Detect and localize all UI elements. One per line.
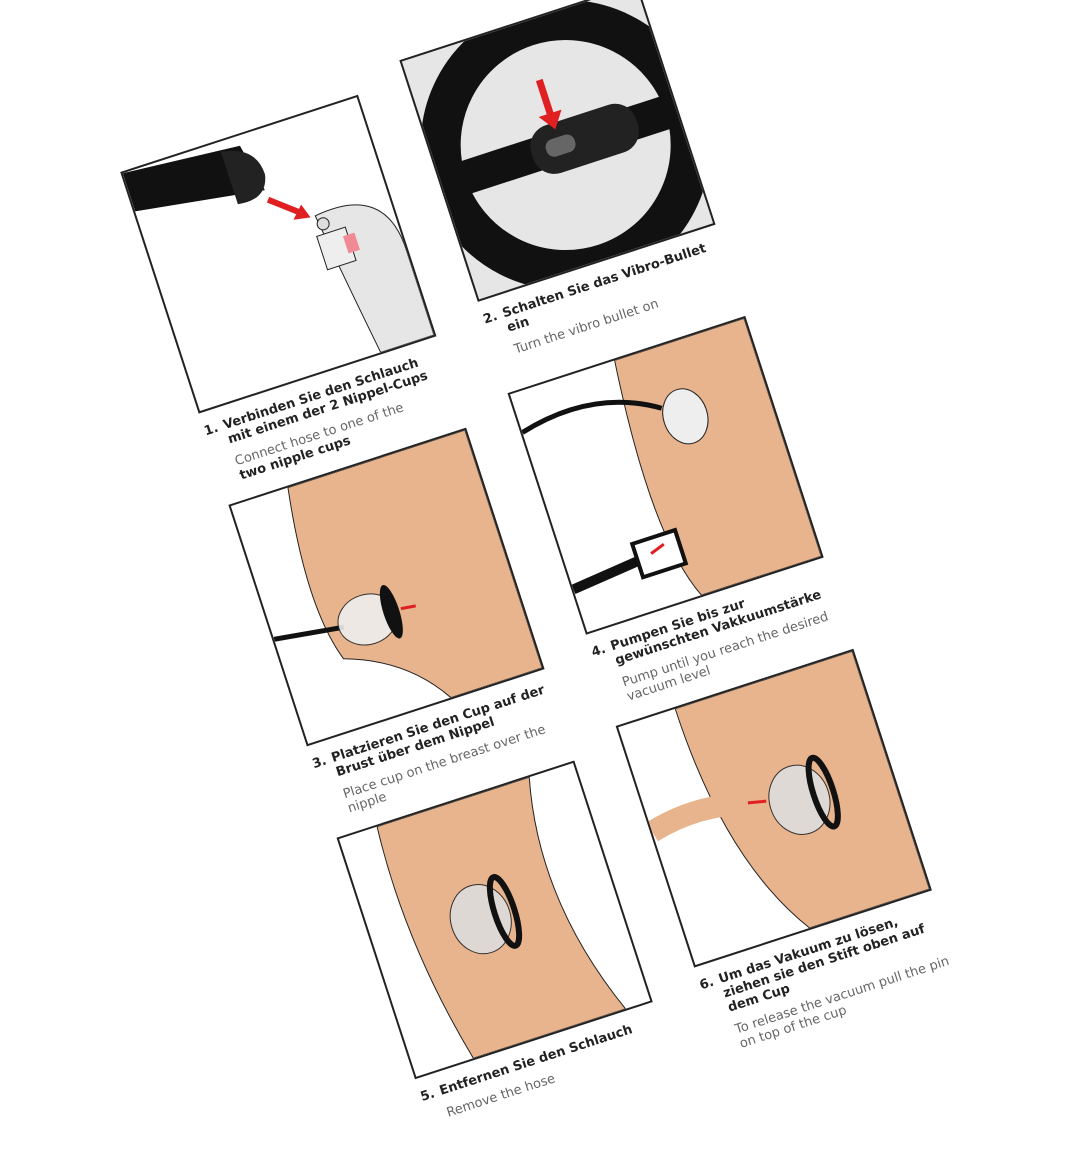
- step-2: 2.Schalten Sie das Vibro-Bullet ein Turn…: [398, 0, 735, 363]
- pump-end: [220, 150, 265, 204]
- arrow-icon: [400, 603, 416, 610]
- step-6: 6.Um das Vakuum zu lösen, ziehen sie den…: [615, 648, 961, 1057]
- arrow-icon: [649, 542, 665, 555]
- step-4-illustration: [506, 315, 824, 635]
- step-3: 3.Platzieren Sie den Cup auf der Brust ü…: [227, 427, 569, 822]
- vibro-bullet: [529, 103, 639, 174]
- arrow-icon: [266, 196, 305, 217]
- step-4: 4.Pumpen Sie bis zur gewünschten Vakkuum…: [506, 315, 848, 710]
- instruction-sheet: 1.Verbinden Sie den Schlauch mit einem d…: [119, 0, 962, 1126]
- step-1-illustration: [119, 94, 436, 414]
- arrow-icon: [535, 78, 555, 119]
- torso-shape: [613, 317, 821, 596]
- hand-pump: [629, 527, 688, 580]
- step-1: 1.Verbinden Sie den Schlauch mit einem d…: [119, 94, 461, 489]
- step-6-illustration: [615, 648, 932, 968]
- step-5: 5.Entfernen Sie den Schlauch Remove the …: [336, 759, 668, 1126]
- torso-shape: [286, 429, 542, 698]
- step-5-illustration: [336, 759, 653, 1079]
- hose: [520, 399, 662, 435]
- power-button: [545, 133, 576, 157]
- skin-grey-shape: [314, 203, 434, 353]
- step-3-illustration: [227, 427, 545, 746]
- arrow-icon: [747, 799, 766, 804]
- hose: [273, 624, 344, 642]
